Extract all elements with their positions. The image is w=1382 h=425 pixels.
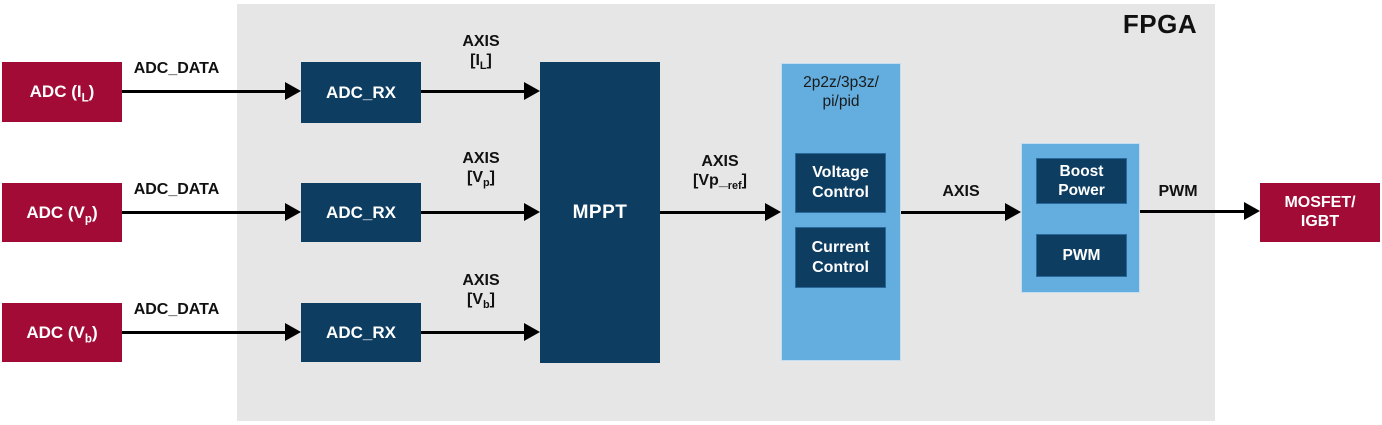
voltage-control-block: Voltage Control (795, 153, 886, 213)
arrowhead-icon (285, 323, 301, 341)
arrow-axis-2 (421, 211, 528, 214)
arrowhead-icon (1005, 203, 1021, 221)
axis-vpref-label: AXIS [Vp_ref] (693, 153, 747, 193)
arrowhead-icon (285, 82, 301, 100)
arrow-pwm (1140, 210, 1248, 213)
adc-data-label-2: ADC_DATA (133, 181, 220, 198)
axis-label: AXIS (942, 183, 980, 200)
adc-rx-label-1: ADC_RX (326, 82, 396, 102)
fpga-label: FPGA (1122, 9, 1198, 39)
arrow-adc-data-3 (122, 331, 289, 334)
mosfet-igbt-block: MOSFET/ IGBT (1260, 183, 1380, 242)
boost-power-block: Boost Power (1036, 158, 1127, 204)
arrow-axis-1 (421, 90, 528, 93)
adc-rx-block-1: ADC_RX (301, 62, 421, 123)
adc-data-label-1: ADC_DATA (133, 60, 220, 77)
arrowhead-icon (524, 82, 540, 100)
adc-rx-label-3: ADC_RX (326, 322, 396, 342)
axis-vp-label: AXIS [Vp] (462, 150, 500, 190)
adc-vp-label: ADC (Vp) (26, 202, 98, 226)
adc-rx-label-2: ADC_RX (326, 202, 396, 222)
arrow-axis-3 (421, 331, 528, 334)
adc-il-label: ADC (IL) (29, 82, 95, 105)
adc-data-label-3: ADC_DATA (133, 301, 220, 318)
adc-rx-block-2: ADC_RX (301, 183, 421, 242)
arrowhead-icon (524, 203, 540, 221)
arrow-axis-out (901, 211, 1009, 214)
arrowhead-icon (285, 203, 301, 221)
pwm-block: PWM (1036, 234, 1127, 277)
arrowhead-icon (524, 323, 540, 341)
arrow-adc-data-1 (122, 90, 289, 93)
axis-il-label: AXIS [IL] (462, 33, 500, 73)
adc-il-block: ADC (IL) (2, 62, 122, 122)
current-control-block: Current Control (795, 227, 886, 288)
adc-vp-block: ADC (Vp) (2, 183, 122, 242)
mppt-label: MPPT (572, 201, 628, 223)
arrow-axis-vpref (660, 211, 769, 214)
arrowhead-icon (765, 203, 781, 221)
arrowhead-icon (1244, 202, 1260, 220)
adc-rx-block-3: ADC_RX (301, 303, 421, 362)
adc-vb-block: ADC (Vb) (2, 303, 122, 362)
axis-vb-label: AXIS [Vb] (462, 272, 500, 312)
pwm-signal-label: PWM (1158, 183, 1198, 200)
controller-title: 2p2z/3p3z/ pi/pid (803, 74, 879, 111)
mppt-block: MPPT (540, 62, 660, 363)
arrow-adc-data-2 (122, 211, 289, 214)
adc-vb-label: ADC (Vb) (26, 322, 98, 346)
